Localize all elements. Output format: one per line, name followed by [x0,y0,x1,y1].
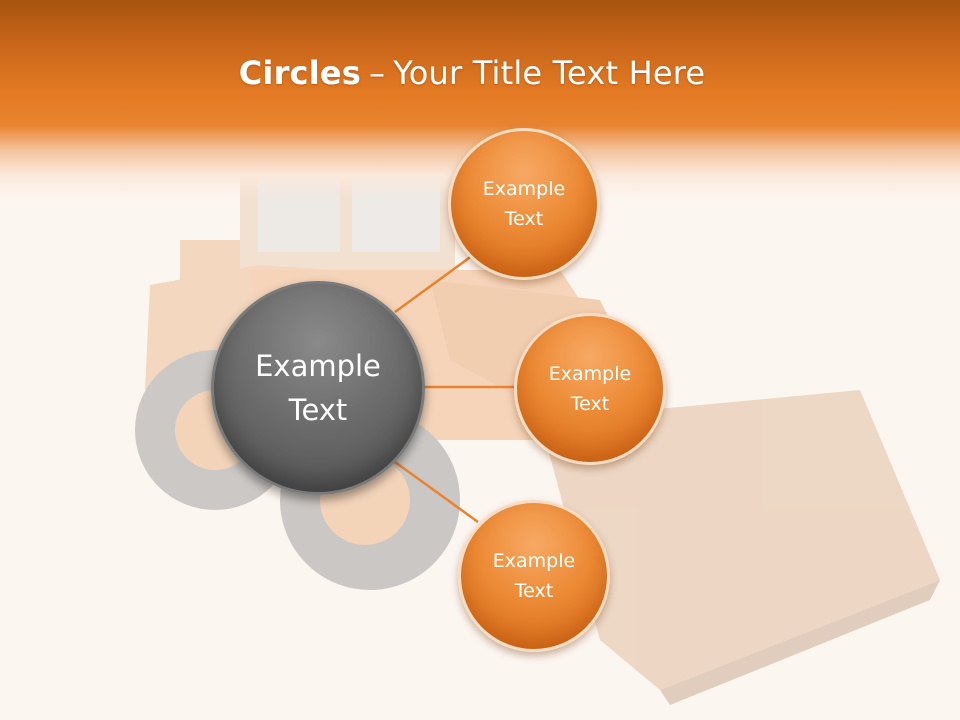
slide-title: Circles–Your Title Text Here [0,54,944,92]
connector-3 [394,460,479,524]
outer-circle-2: Example Text [514,313,666,465]
loader-bucket [540,390,940,690]
connector-1 [394,248,481,314]
center-circle-label: Example Text [255,349,381,427]
loader-bucket-teeth [660,580,940,705]
outer-circle-1: Example Text [448,128,600,280]
title-separator: – [369,54,386,92]
outer-circle-3-label: Example Text [492,550,576,602]
loader-exhaust [180,240,240,280]
center-circle: Example Text [211,281,425,495]
outer-circle-1-label: Example Text [482,178,566,230]
title-rest: Your Title Text Here [393,54,706,92]
outer-circle-3: Example Text [458,500,610,652]
title-bold: Circles [238,54,362,92]
outer-circle-2-label: Example Text [548,363,632,415]
